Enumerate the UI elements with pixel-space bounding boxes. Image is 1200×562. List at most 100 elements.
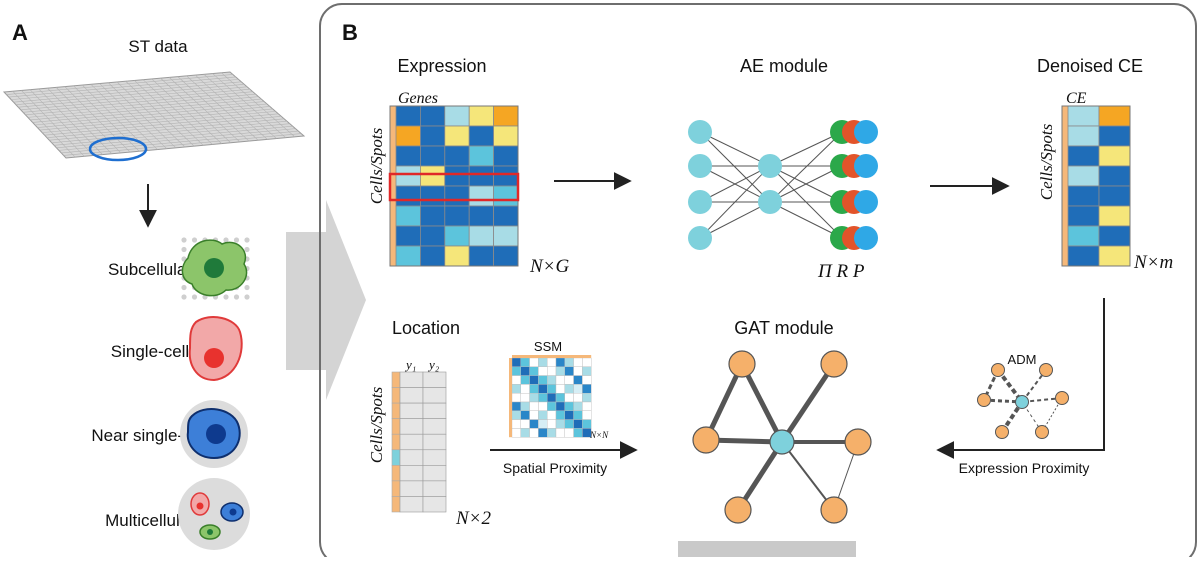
expression-cell [468, 145, 495, 167]
adm-edge [1000, 400, 1024, 434]
ssm-cell [582, 393, 592, 403]
location-cell [422, 465, 447, 482]
spatial-proximity-label: Spatial Proximity [503, 460, 607, 476]
ssm-cell [529, 410, 539, 420]
expression-cell [419, 125, 446, 147]
multicellular-icon [178, 478, 250, 550]
expression-cell [444, 165, 470, 187]
ssm-cell [520, 384, 530, 394]
location-cell [399, 496, 424, 513]
location-cell [422, 496, 447, 513]
ce-cell [1067, 245, 1100, 267]
adm-neighbor-node [1055, 391, 1069, 405]
ssm-cell [511, 357, 522, 368]
ssm-cell [582, 384, 592, 394]
expression-cell [468, 165, 495, 187]
subcellular-icon [181, 237, 250, 300]
location-rows-label: Cells/Spots [367, 386, 386, 463]
ssm-cell [547, 393, 557, 403]
expression-cell [468, 105, 495, 127]
location-col2-label: y₂ [427, 357, 440, 372]
location-row-marker [391, 496, 401, 513]
ssm-cell [511, 419, 522, 429]
ssm-cell [547, 375, 557, 385]
ssm-cell [511, 393, 522, 403]
expression-highlight-row [388, 172, 520, 202]
location-cell [422, 402, 447, 419]
adm-graph [977, 363, 1069, 439]
ssm-cell [547, 410, 557, 420]
ce-cell [1098, 165, 1131, 187]
ssm-cell [547, 357, 557, 368]
ce-cell [1098, 245, 1131, 267]
ssm-cell [582, 419, 592, 429]
location-cell [399, 387, 424, 404]
ssm-cell [538, 419, 548, 429]
expression-cell [468, 225, 495, 247]
ssm-cell [520, 419, 530, 429]
ssm-cell [547, 401, 557, 412]
expression-cell [419, 185, 446, 207]
ae-edge [769, 165, 843, 203]
ae-edge [699, 131, 771, 167]
expression-proximity-arrow [936, 298, 1105, 459]
gat-edge [781, 441, 835, 511]
ce-cell [1067, 225, 1100, 247]
ae-edge [699, 165, 771, 203]
ssm-cell [511, 401, 522, 412]
ssm-cell [529, 393, 539, 403]
expression-cell [419, 245, 446, 267]
ce-cell [1067, 105, 1100, 127]
location-cell [399, 402, 424, 419]
st-data-title: ST data [128, 37, 188, 56]
location-cell [399, 480, 424, 497]
ce-cell [1098, 105, 1131, 127]
expression-matrix [389, 105, 519, 267]
location-row-marker [391, 433, 401, 451]
ssm-cell [529, 428, 539, 438]
ssm-cell [555, 366, 566, 376]
expression-cell [493, 105, 519, 127]
ce-col-label: CE [1066, 90, 1087, 107]
ce-cell [1098, 185, 1131, 207]
location-cell [399, 465, 424, 482]
ae-edge [769, 201, 843, 239]
denoised-ce-title: Denoised CE [1037, 56, 1143, 76]
gat-neighbor-node [844, 428, 872, 456]
expression-cell [395, 145, 421, 167]
ssm-cell [529, 357, 539, 368]
expression-cell [419, 105, 446, 127]
expression-cell [444, 245, 470, 267]
ssm-cell [573, 419, 583, 429]
expression-cell [444, 225, 470, 247]
ssm-cell [538, 393, 548, 403]
ae-output-p-node [854, 190, 878, 214]
ssm-cell [547, 366, 557, 376]
panel-b-frame [319, 3, 1197, 562]
location-cell [422, 433, 447, 451]
ssm-cell [511, 366, 522, 376]
ssm-cell [520, 410, 530, 420]
ssm-dims: N×N [589, 430, 609, 440]
location-matrix [391, 371, 447, 513]
adm-center-node [1015, 395, 1029, 409]
ssm-cell [520, 375, 530, 385]
expression-cell [493, 145, 519, 167]
location-cell [422, 387, 447, 404]
expression-cell [444, 145, 470, 167]
ssm-cell [582, 428, 592, 438]
ssm-cell [555, 419, 566, 429]
adm-title: ADM [1008, 352, 1037, 367]
ssm-cell [547, 428, 557, 438]
adm-neighbor-node [977, 393, 991, 407]
ssm-cell [573, 410, 583, 420]
adm-neighbor-node [995, 425, 1009, 439]
location-cell [399, 433, 424, 451]
ae-hidden-node [758, 190, 782, 214]
ae-edge [769, 131, 843, 167]
ssm-cell [564, 401, 574, 412]
gat-edge [703, 362, 745, 442]
level-multicellular-label: Multicellular [105, 511, 195, 530]
gat-neighbor-node [820, 350, 848, 378]
